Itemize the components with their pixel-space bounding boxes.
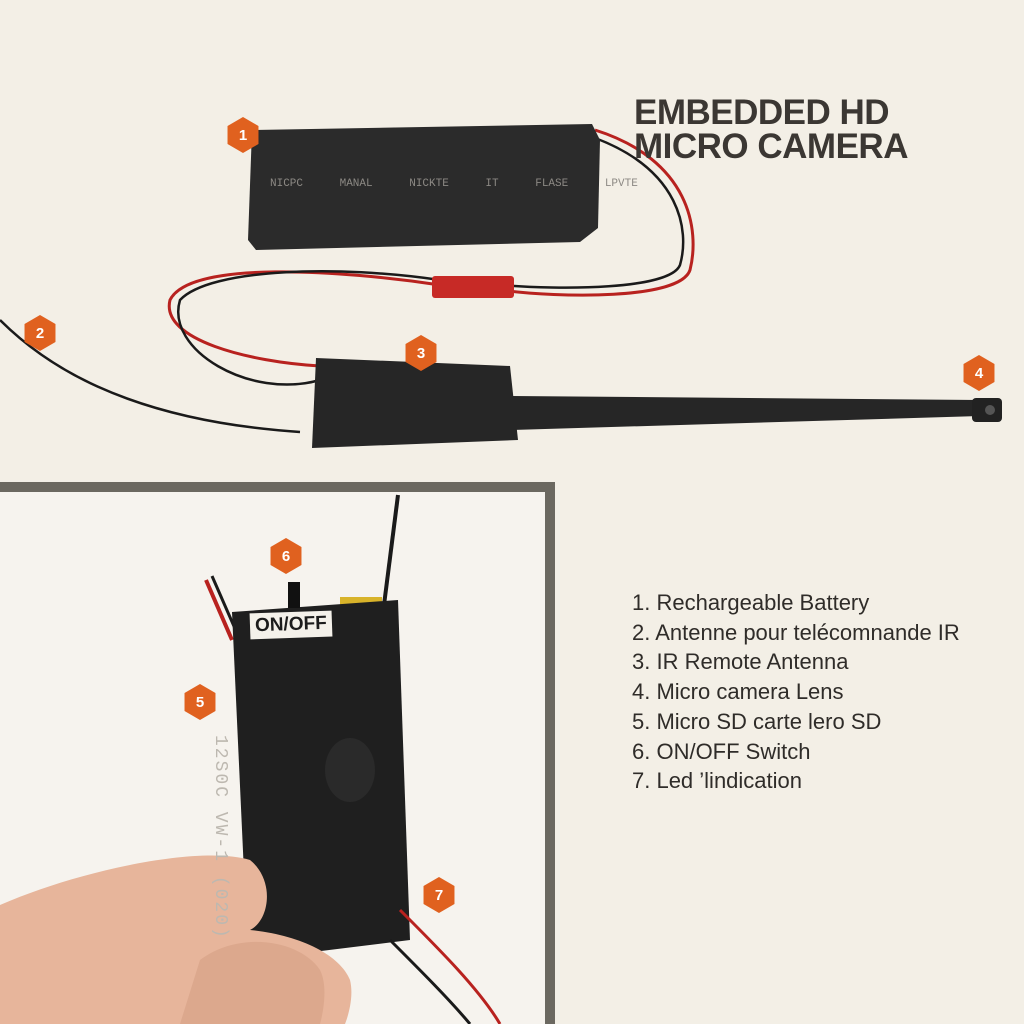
badge-2: 2 [24, 315, 56, 351]
on-off-label: ON/OFF [249, 610, 333, 640]
camera-module [312, 358, 518, 448]
control-board [232, 600, 410, 960]
ribbon-cable [512, 396, 980, 430]
page-title: EMBEDDED HD MICRO CAMERA [634, 93, 908, 166]
module-print: 12S0C VW-1 (020) [210, 735, 230, 940]
legend-item: 5. Micro SD carte lero SD [632, 708, 882, 734]
legend-item: 6. ON/OFF Switch [632, 738, 811, 764]
legend-item: 1. Rechargeable Battery [632, 590, 870, 615]
legend-item: 3. IR Remote Antenna [632, 649, 849, 675]
legend-item: 4. Micro camera Lens [632, 679, 844, 705]
battery [248, 124, 600, 250]
battery-print: NICPC MANAL NICKTE IT FLASE LPVTE [270, 178, 638, 190]
inset-frame [0, 482, 555, 1024]
legend-item: 7. Led ’lindication [632, 768, 803, 794]
red-connector [432, 276, 514, 298]
parts-legend: 1. Rechargeable Battery 2. Antenne pour … [632, 588, 960, 796]
title-line-1: EMBEDDED HD [634, 93, 890, 132]
title-line-2: MICRO CAMERA [634, 127, 908, 166]
legend-item: 2. Antenne pour telécomnande IR [632, 619, 960, 645]
